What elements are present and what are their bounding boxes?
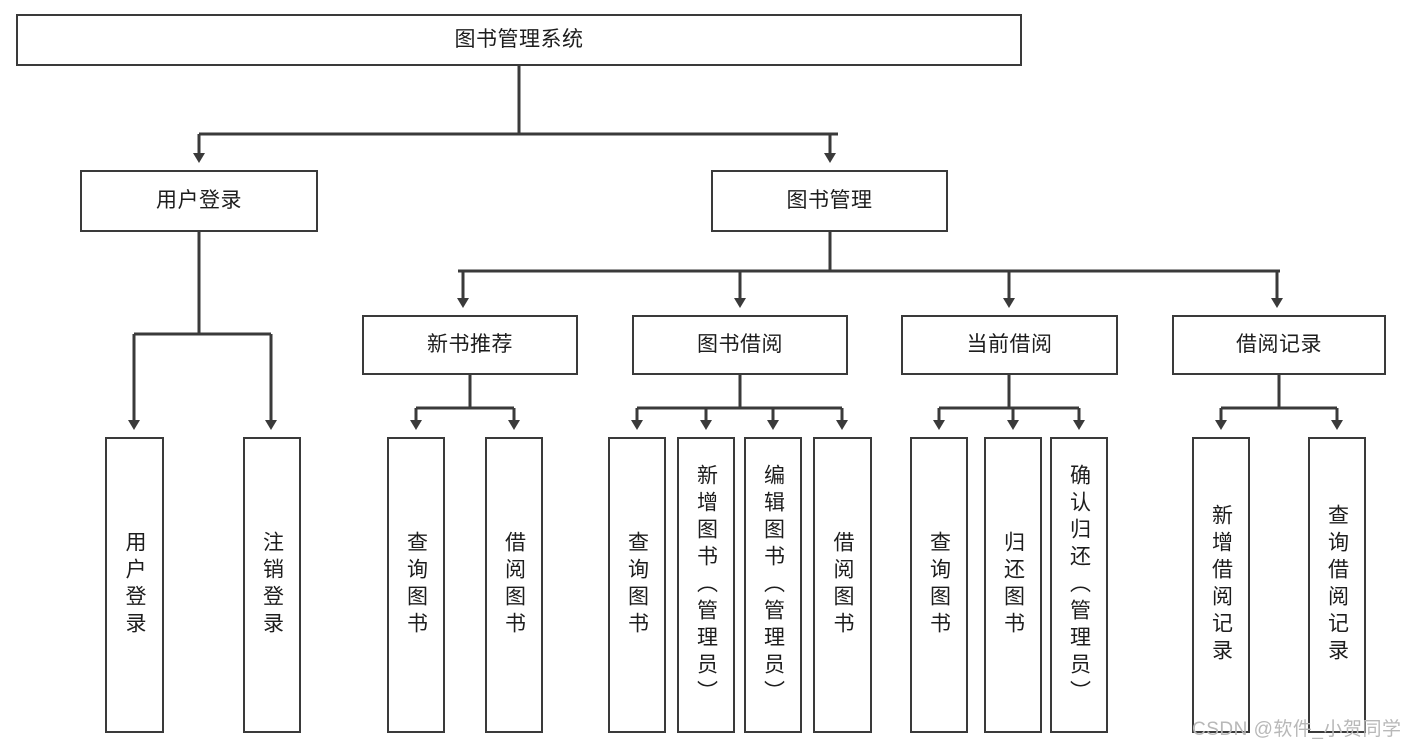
leaf-query-book-new[interactable]: 查询图书 xyxy=(387,437,445,733)
leaf-add-book-admin-label: 新增图书（管理员） xyxy=(694,463,718,707)
leaf-user-login[interactable]: 用户登录 xyxy=(105,437,164,733)
leaf-borrow-book-label: 借阅图书 xyxy=(831,531,854,639)
node-new-book-recommend-label: 新书推荐 xyxy=(427,333,513,357)
leaf-logout-login[interactable]: 注销登录 xyxy=(243,437,301,733)
node-borrow-record[interactable]: 借阅记录 xyxy=(1172,315,1386,375)
leaf-add-borrow-record[interactable]: 新增借阅记录 xyxy=(1192,437,1250,733)
node-book-borrow[interactable]: 图书借阅 xyxy=(632,315,848,375)
node-new-book-recommend[interactable]: 新书推荐 xyxy=(362,315,578,375)
leaf-query-book-current[interactable]: 查询图书 xyxy=(910,437,968,733)
node-root-label: 图书管理系统 xyxy=(454,28,584,52)
connectors-group xyxy=(128,66,1343,430)
leaf-add-book-admin[interactable]: 新增图书（管理员） xyxy=(677,437,735,733)
node-root[interactable]: 图书管理系统 xyxy=(16,14,1022,66)
leaf-edit-book-admin[interactable]: 编辑图书（管理员） xyxy=(744,437,802,733)
leaf-query-book-borrow-label: 查询图书 xyxy=(625,531,649,639)
leaf-user-login-label: 用户登录 xyxy=(123,531,146,639)
node-user-login-label: 用户登录 xyxy=(156,189,242,213)
leaf-query-book-new-label: 查询图书 xyxy=(404,531,428,639)
leaf-logout-login-label: 注销登录 xyxy=(260,531,284,639)
leaf-query-borrow-record[interactable]: 查询借阅记录 xyxy=(1308,437,1366,733)
leaf-borrow-book-new[interactable]: 借阅图书 xyxy=(485,437,543,733)
node-book-management[interactable]: 图书管理 xyxy=(711,170,948,232)
leaf-confirm-return-admin-label: 确认归还（管理员） xyxy=(1067,463,1091,707)
leaf-query-book-borrow[interactable]: 查询图书 xyxy=(608,437,666,733)
node-current-borrow-label: 当前借阅 xyxy=(966,333,1053,357)
leaf-query-borrow-record-label: 查询借阅记录 xyxy=(1325,504,1349,666)
leaf-confirm-return-admin[interactable]: 确认归还（管理员） xyxy=(1050,437,1108,733)
leaf-borrow-book-new-label: 借阅图书 xyxy=(502,531,526,639)
node-book-management-label: 图书管理 xyxy=(786,189,873,213)
leaf-return-book-label: 归还图书 xyxy=(1001,531,1025,639)
leaf-query-book-current-label: 查询图书 xyxy=(927,531,951,639)
leaf-add-borrow-record-label: 新增借阅记录 xyxy=(1209,504,1233,666)
node-borrow-record-label: 借阅记录 xyxy=(1236,333,1322,357)
leaf-return-book[interactable]: 归还图书 xyxy=(984,437,1042,733)
leaf-borrow-book[interactable]: 借阅图书 xyxy=(813,437,872,733)
node-book-borrow-label: 图书借阅 xyxy=(697,333,783,357)
leaf-edit-book-admin-label: 编辑图书（管理员） xyxy=(761,463,785,707)
node-current-borrow[interactable]: 当前借阅 xyxy=(901,315,1118,375)
node-user-login[interactable]: 用户登录 xyxy=(80,170,318,232)
